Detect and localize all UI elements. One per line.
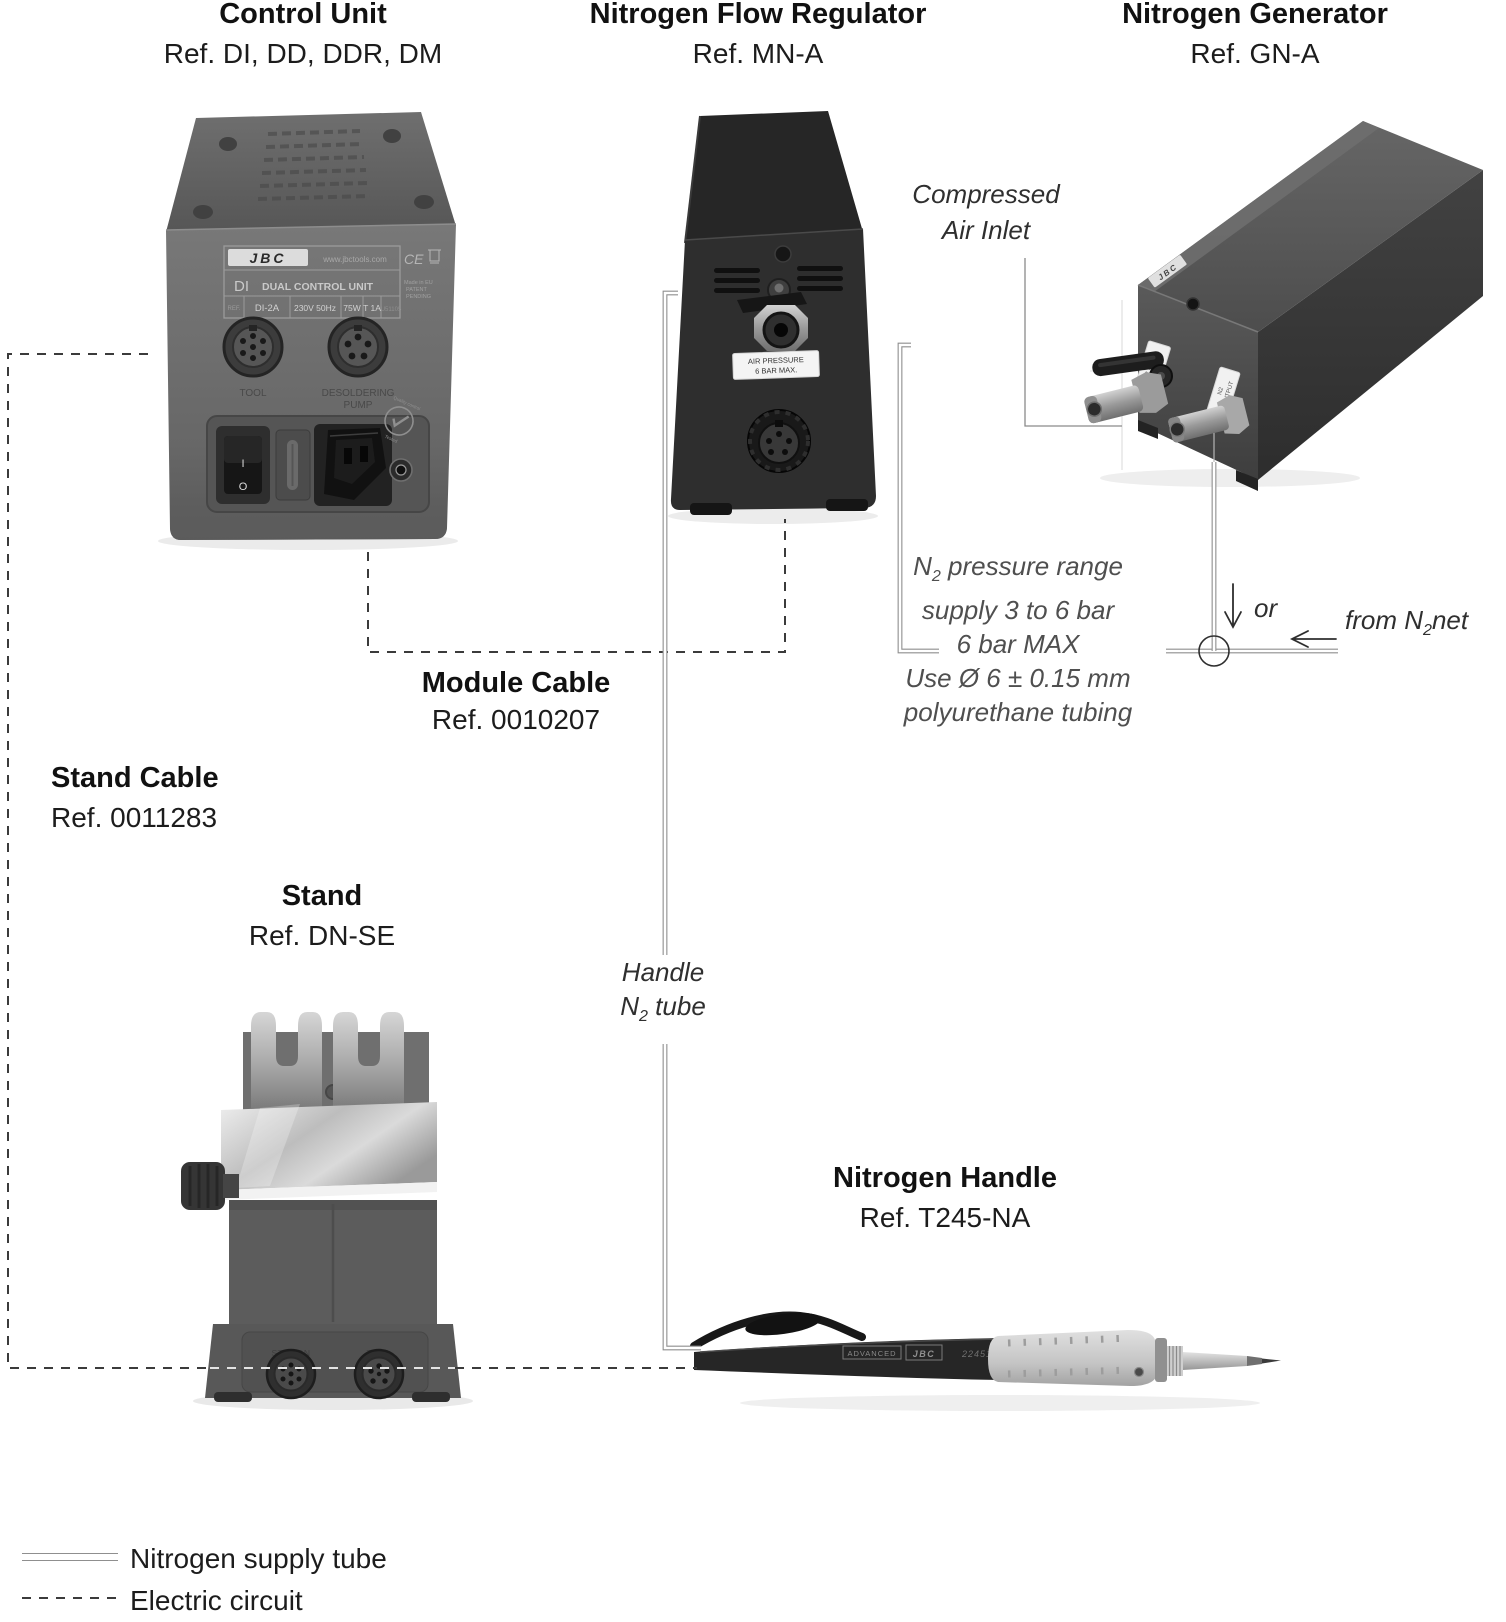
n2-note-line4: Use Ø 6 ± 0.15 mm [905, 663, 1131, 694]
flow-regulator-title: Nitrogen Flow Regulator [589, 0, 927, 30]
svg-text:N2: N2 [1217, 386, 1225, 396]
jbc-logo-plate [228, 249, 308, 266]
ce-mark: CE [404, 251, 424, 267]
compressed-air-callout-line [1024, 258, 1122, 427]
patent-text-2: PENDING [406, 294, 431, 300]
n2-note-line5: polyurethane tubing [903, 697, 1133, 728]
switch-off-mark: O [239, 481, 248, 493]
flow-regulator-ref: Ref. MN-A [692, 38, 824, 69]
serial-text: U51105 [381, 307, 402, 313]
advanced-marking: ADVANCED [847, 1349, 896, 1358]
air-pressure-label: AIR PRESSURE 6 BAR MAX. [732, 350, 820, 380]
handle-tube-line2: N2 tube [620, 991, 706, 1026]
pump-connector-label-2: PUMP [344, 400, 373, 411]
handle-tube-line1: Handle [621, 957, 705, 987]
n2-pressure-note: N2 pressure range supply 3 to 6 bar 6 ba… [904, 549, 1132, 729]
tool-connector-label: TOOL [239, 388, 266, 399]
model-name-text: DUAL CONTROL UNIT [262, 281, 374, 293]
patent-text-1: PATENT [406, 287, 428, 293]
legend-electric-circuit-label: Electric circuit [130, 1585, 303, 1616]
stand-cable-ref: Ref. 0011283 [51, 802, 218, 833]
nitrogen-generator-photo: JBC AIR INPUT 3-6 BAR N2 OUTPUT [1084, 121, 1483, 491]
nitrogen-generator-title: Nitrogen Generator [1122, 0, 1388, 30]
vent-slots [714, 266, 843, 293]
website-text: www.jbctools.com [322, 255, 387, 264]
compressed-air-inlet-note: Compressed Air Inlet [912, 176, 1059, 248]
voltage-text: 230V 50Hz [294, 303, 336, 313]
stand-cable-title: Stand Cable [51, 762, 219, 794]
stand-knob [181, 1162, 239, 1210]
stamp-bottom-text: Tested [384, 434, 399, 444]
handle-n2-tube-line [662, 290, 701, 1351]
from-n2-net-label: from N2net [1345, 605, 1469, 640]
connection-lines [7, 258, 1338, 1369]
inlet-valve [1084, 351, 1173, 424]
control-unit-photo: JBC www.jbctools.com DI DUAL CONTROL UNI… [158, 112, 458, 550]
jbc-logo: JBC [249, 250, 286, 266]
svg-text:AIR PRESSURE: AIR PRESSURE [748, 355, 804, 366]
ref-value: DI-2A [255, 303, 280, 314]
model-text: DI [234, 278, 249, 295]
weee-bin-icon [428, 249, 441, 264]
module-cable-ref: Ref. 0010207 [431, 704, 601, 735]
aux-jack [389, 458, 413, 482]
power-text: 75W [343, 303, 360, 313]
n2-note-line1: N2 pressure range [913, 551, 1123, 586]
screw [774, 245, 792, 263]
stand-tool-connector [353, 1348, 405, 1400]
screw [1186, 297, 1200, 311]
n2-note-line3: 6 bar MAX [956, 629, 1080, 660]
power-switch: I O [216, 426, 270, 504]
iec-power-inlet [314, 424, 392, 506]
stand-fork-left [251, 1012, 322, 1108]
svg-text:6 BAR MAX.: 6 BAR MAX. [755, 365, 797, 375]
stand-cable-line [7, 353, 210, 1369]
jbc-marking: JBC [913, 1349, 936, 1359]
stand-ref: Ref. DN-SE [248, 920, 396, 951]
tool-connector [222, 316, 284, 378]
nitrogen-tube-legend-symbol [22, 1553, 118, 1561]
control-unit-title: Control Unit [219, 0, 387, 30]
tube-junction-circle [1198, 635, 1230, 667]
fuse-text: T 1A [363, 303, 381, 313]
n2-note-line2: supply 3 to 6 bar [921, 595, 1115, 626]
stand-photo: STATION TOOL [181, 1012, 473, 1410]
nitrogen-generator-ref: Ref. GN-A [1190, 38, 1320, 69]
module-cable-title: Module Cable [421, 667, 611, 699]
down-arrow-icon [1224, 583, 1242, 629]
flow-regulator-photo: AIR PRESSURE 6 BAR MAX. [668, 111, 878, 524]
regulator-supply-tube-line [897, 342, 939, 654]
nitrogen-handle-ref: Ref. T245-NA [859, 1202, 1031, 1233]
air-inlet-fitting [737, 278, 808, 351]
or-label: or [1254, 593, 1278, 623]
nitrogen-handle-title: Nitrogen Handle [833, 1162, 1057, 1194]
handle-n2-tube-label: Handle N2 tube [614, 955, 712, 1034]
control-unit-ref: Ref. DI, DD, DDR, DM [163, 38, 443, 69]
compressed-air-line2: Air Inlet [941, 215, 1031, 245]
serial-marking: 2245170 [961, 1349, 1004, 1359]
desoldering-pump-connector [327, 316, 389, 378]
ref-label: REF. [227, 306, 240, 312]
handle-grip [988, 1330, 1157, 1386]
compressed-air-line1: Compressed [912, 179, 1060, 209]
legend-nitrogen-tube-label: Nitrogen supply tube [130, 1543, 387, 1574]
module-cable-line [367, 519, 786, 653]
soldering-tip [1262, 1358, 1281, 1364]
switch-on-mark: I [241, 458, 244, 470]
fuse-holder [275, 429, 311, 501]
regulator-din-connector [747, 409, 811, 473]
made-in-text: Made in EU [404, 280, 433, 286]
handle-barrel [1183, 1352, 1247, 1370]
n2-output-fitting [1168, 395, 1250, 443]
station-connector [265, 1348, 317, 1400]
stand-title: Stand [281, 880, 363, 912]
pump-connector-label-1: DESOLDERING [322, 388, 395, 399]
handle-markings: ADVANCED JBC 2245170 [842, 1344, 1004, 1361]
stand-metal-plate [221, 1102, 437, 1190]
stand-fork-right [333, 1012, 404, 1108]
electric-circuit-legend-symbol [22, 1597, 118, 1599]
nitrogen-handle-photo: ADVANCED JBC 2245170 [690, 1311, 1281, 1411]
left-arrow-icon [1289, 630, 1337, 648]
